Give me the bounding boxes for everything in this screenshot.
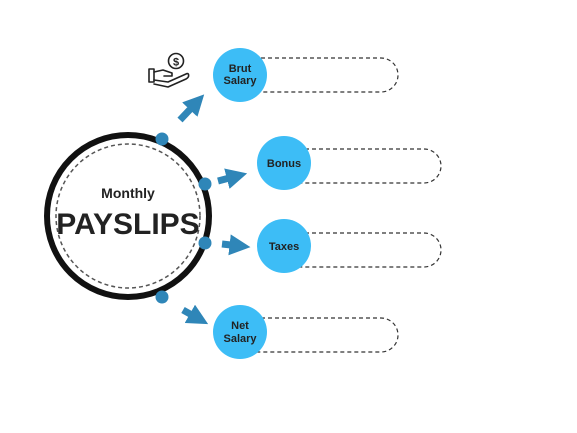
hub-title-line2: PAYSLIPS xyxy=(56,208,199,241)
connector-dot-taxes xyxy=(198,236,212,250)
node-bonus: Bonus xyxy=(257,136,442,190)
svg-text:$: $ xyxy=(173,57,179,69)
node-brut-salary-label-line2: Salary xyxy=(223,75,257,87)
node-bonus-label: Bonus xyxy=(267,158,301,170)
hub-circle: Monthly PAYSLIPS xyxy=(44,132,212,300)
node-taxes: Taxes xyxy=(257,219,442,273)
arrow-net-salary xyxy=(181,304,209,325)
arrow-brut-salary xyxy=(177,94,205,123)
arrow-taxes xyxy=(221,234,251,256)
money-hand-icon: $ xyxy=(148,52,190,88)
hub-title-line1: Monthly xyxy=(101,185,155,201)
arrow-bonus xyxy=(217,168,248,189)
node-net-salary: Net Salary xyxy=(213,305,399,359)
node-net-salary-label-line2: Salary xyxy=(223,333,257,345)
node-brut-salary: Brut Salary xyxy=(213,48,399,102)
node-net-salary-label-line1: Net xyxy=(231,320,249,332)
connector-dot-net-salary xyxy=(155,290,169,304)
node-taxes-label: Taxes xyxy=(269,241,299,253)
node-brut-salary-label-line1: Brut xyxy=(229,63,252,75)
connector-dot-brut-salary xyxy=(155,132,169,146)
connector-dot-bonus xyxy=(198,177,212,191)
